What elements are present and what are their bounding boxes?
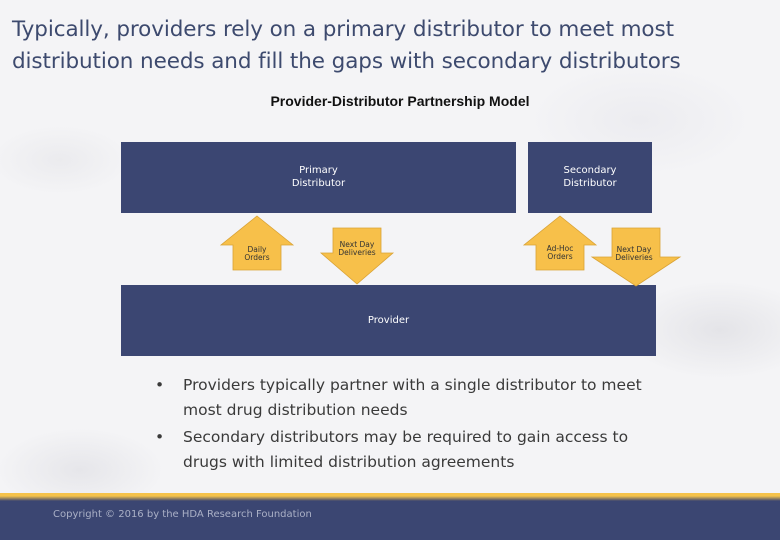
daily-orders-arrow	[219, 215, 295, 271]
bullet-item: • Secondary distributors may be required…	[155, 425, 675, 475]
bullet-item: • Providers typically partner with a sin…	[155, 373, 675, 423]
primary-distributor-label-2: Distributor	[291, 178, 346, 189]
bullet-list: • Providers typically partner with a sin…	[155, 373, 675, 477]
daily-orders-label: Daily Orders	[244, 245, 270, 262]
primary-distributor-label-1: Primary	[299, 165, 338, 176]
copyright-text: Copyright © 2016 by the HDA Research Fou…	[53, 509, 312, 520]
next-day-deliveries-secondary-arrow	[590, 227, 682, 287]
next-day-deliveries-secondary-label: Next Day Deliveries	[615, 245, 653, 262]
next-day-deliveries-primary-arrow	[319, 227, 395, 285]
diagram-title: Provider-Distributor Partnership Model	[270, 93, 530, 109]
secondary-distributor-box: Secondary Distributor	[528, 142, 652, 213]
bullet-text: Secondary distributors may be required t…	[183, 428, 629, 471]
bullet-text: Providers typically partner with a singl…	[183, 376, 642, 419]
footer-bar	[0, 493, 780, 540]
next-day-deliveries-primary-label: Next Day Deliveries	[338, 240, 376, 257]
primary-distributor-box: Primary Distributor	[121, 142, 516, 213]
ad-hoc-orders-label: Ad-Hoc Orders	[546, 244, 574, 261]
provider-box: Provider	[121, 285, 656, 356]
bullet-marker: •	[155, 428, 165, 446]
slide-title: Typically, providers rely on a primary d…	[12, 17, 681, 74]
ad-hoc-orders-arrow	[522, 215, 598, 271]
secondary-distributor-label-2: Distributor	[563, 178, 617, 189]
bullet-marker: •	[155, 376, 165, 394]
secondary-distributor-label-1: Secondary	[563, 165, 617, 176]
provider-label: Provider	[367, 315, 410, 326]
